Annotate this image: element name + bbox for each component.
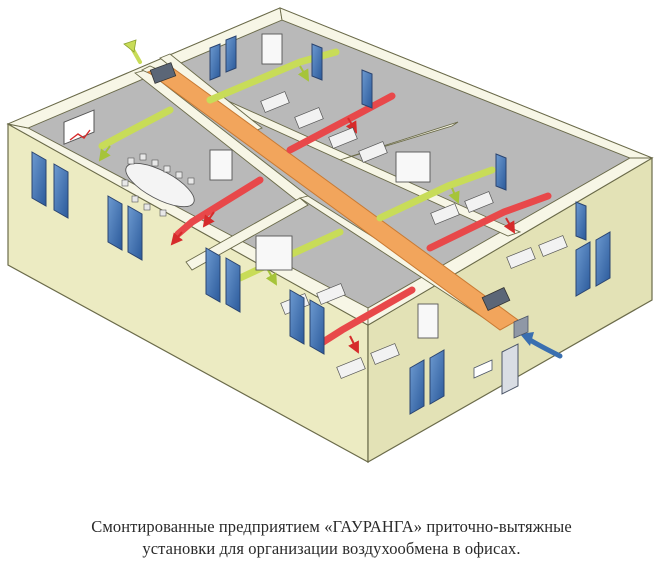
exhaust-arrow-1: [170, 231, 184, 246]
supply-duct-conference: [98, 106, 174, 150]
shelf-bottom-room: [255, 235, 293, 271]
window-back-2: [225, 35, 237, 73]
window-left-4: [127, 205, 143, 261]
cabinet-bottom-room: [417, 303, 439, 339]
desk-bottom-3: [336, 357, 366, 379]
supply-arrow-1: [98, 145, 111, 162]
shelf-right-room: [395, 151, 431, 183]
window-back-5: [495, 153, 507, 191]
office-ventilation-diagram: [6, 7, 654, 464]
window-right-3: [575, 241, 591, 297]
desk-right-4: [538, 235, 568, 257]
window-right-2: [429, 349, 445, 405]
desk-right-1: [430, 203, 460, 225]
desk-bottom-4: [370, 343, 400, 365]
intake-grille: [513, 315, 529, 339]
supply-arrow-4: [265, 269, 277, 286]
exhaust-duct-right-room: [426, 192, 552, 252]
window-right-4: [595, 231, 611, 287]
desk-right-3: [506, 247, 536, 269]
desk-top-2: [294, 107, 324, 129]
window-right-1: [409, 359, 425, 415]
partition-conference-bottom: [185, 197, 309, 271]
arrow-curved-left-icon: [520, 332, 563, 359]
caption-line-2: установки для организации воздухообмена …: [142, 539, 521, 558]
exhaust-arrow-4: [503, 217, 515, 234]
supply-arrow-3: [448, 187, 460, 204]
exhaust-arrow-5: [348, 335, 359, 354]
entrance-door: [501, 343, 519, 395]
window-left-2: [53, 163, 69, 219]
window-left-5: [205, 247, 221, 303]
window-left-8: [309, 299, 325, 355]
air-handling-unit-top: [149, 62, 177, 84]
supply-duct-right-room: [376, 166, 496, 222]
caption-line-1: Смонтированные предприятием «ГАУРАНГА» п…: [91, 517, 572, 536]
airflow-arrows: [98, 65, 515, 354]
desk-right-2: [464, 191, 494, 213]
window-left-3: [107, 195, 123, 251]
desk-top-4: [358, 141, 388, 163]
presentation-board-icon: [63, 109, 95, 145]
window-back-1: [209, 43, 221, 81]
desk-bottom-2: [316, 283, 346, 305]
cabinets: [209, 33, 439, 339]
exhaust-duct-bottom-room: [316, 286, 416, 348]
window-back-6: [575, 201, 587, 241]
sign-plate-icon: [473, 359, 493, 379]
desk-top-3: [328, 127, 358, 149]
conference-table: [125, 162, 195, 208]
exhaust-arrow-2: [202, 211, 215, 228]
exhaust-duct-conference: [174, 176, 264, 238]
conference-chairs: [121, 153, 195, 217]
exhaust-duct-top-room: [286, 92, 396, 154]
supply-duct-top-room: [206, 48, 340, 104]
windows: [31, 35, 611, 415]
air-handling-unit-bottom: [481, 287, 511, 311]
window-back-3: [311, 43, 323, 81]
cabinet-top-room: [261, 33, 283, 65]
conference-room: [63, 109, 195, 217]
exhaust-arrow-3: [345, 117, 357, 134]
entrance: [473, 315, 529, 395]
wall-top-back-right: [279, 7, 653, 159]
window-back-4: [361, 69, 373, 109]
desk-top-1: [260, 91, 290, 113]
window-left-7: [289, 289, 305, 345]
window-left-1: [31, 151, 47, 207]
supply-arrow-2: [297, 65, 309, 82]
arrow-up-left-icon: [123, 39, 142, 64]
window-left-6: [225, 257, 241, 313]
cabinet-conference: [209, 149, 233, 181]
figure-caption: Смонтированные предприятием «ГАУРАНГА» п…: [0, 516, 663, 560]
